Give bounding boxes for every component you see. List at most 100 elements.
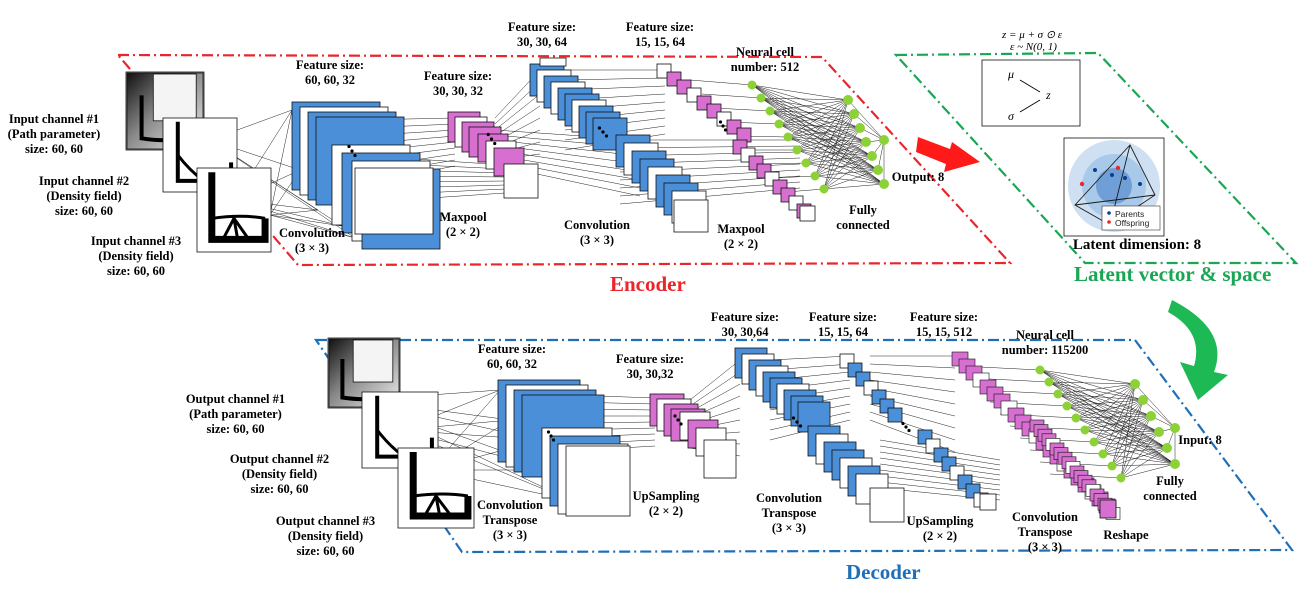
dec-dense-connection-line (1075, 417, 1176, 465)
dec-dense-connection-line (1057, 393, 1152, 417)
dense-connection-line (760, 97, 849, 101)
ellipsis-dot (907, 428, 911, 433)
latent-to-decoder-arrow (1168, 300, 1228, 400)
dec-neuron (1170, 459, 1180, 469)
dec-dense-connection-line (1084, 399, 1144, 431)
dense-connection-line (751, 84, 885, 185)
convt2-to-up1-line (689, 371, 741, 407)
input-to-conv-line (269, 109, 293, 216)
output-channel-3-image (397, 447, 475, 529)
dec-neuron (1130, 379, 1140, 389)
output-channel-3-image-structure (409, 452, 472, 520)
latent-border (893, 51, 1299, 265)
dense-connection-line (814, 113, 855, 177)
convt3-to-up2-line (879, 469, 1001, 486)
enc-neuron (810, 171, 820, 181)
input-to-conv-line (269, 214, 343, 227)
dense-connection-line (814, 127, 861, 177)
dec-neuron (1138, 395, 1148, 405)
dec-dense-connection-line (1048, 381, 1160, 433)
enc-output-neuron (879, 135, 889, 145)
dense-connection-line (778, 123, 867, 143)
pool2-to-dense-line (689, 79, 753, 86)
dec-dense-connection-line (1084, 429, 1168, 449)
dec-dense-connection-line (1102, 447, 1168, 455)
dec-dense-connection-line (1048, 381, 1152, 417)
dense-connection-line (805, 155, 873, 164)
enc-neuron (819, 184, 829, 194)
legend-parents-marker (1107, 211, 1111, 215)
dec-neuron (1080, 425, 1090, 435)
enc-feature-2-label: Feature size:30, 30, 32 (423, 69, 493, 98)
dec-dense-connection-line (1120, 383, 1136, 479)
dec-dense-connection-line (1111, 463, 1176, 467)
dec-upsampling-2-label: UpSampling(2 × 2) (906, 514, 974, 543)
dense-connection-line (787, 136, 885, 185)
enc-neuron (879, 179, 889, 189)
dec-neuron (1154, 427, 1164, 437)
dec-neuron (1053, 389, 1063, 399)
latent-reparam-box (981, 59, 1081, 127)
dense-connection-line (796, 99, 849, 151)
ellipsis-dot (679, 422, 683, 426)
dec-dense-connection-line (1111, 383, 1136, 467)
enc-pool1-front (503, 163, 539, 199)
dec-up2-front (979, 493, 997, 511)
dense-connection-line (787, 136, 873, 157)
enc-conv-2-label: Convolution(3 × 3) (564, 218, 630, 247)
dense-connection-line (778, 123, 879, 171)
dec-feature-4-label: Feature size:15, 15, 64 (808, 310, 878, 339)
dec-dense-connection-line (1057, 393, 1160, 433)
mu-arrow (1019, 79, 1041, 93)
ellipsis-dot (347, 144, 351, 149)
pool2-to-dense-line (713, 107, 771, 112)
dec-dense-connection-line (1111, 447, 1168, 467)
dec-dense-connection-line (1093, 431, 1160, 443)
dec-dense-connection-line (1075, 383, 1136, 419)
dense-connection-line (823, 169, 879, 190)
enc-neuron (849, 109, 859, 119)
dec-upsampling-1-label: UpSampling(2 × 2) (632, 489, 700, 518)
ellipsis-dot (798, 424, 803, 428)
dense-connection-line (760, 97, 867, 143)
dense-connection-line (796, 149, 879, 171)
latent-simplex-edge (1074, 194, 1156, 206)
dec-convt1-front (565, 445, 631, 517)
dense-connection-line (787, 99, 849, 138)
dense-connection-line (778, 113, 855, 125)
parent-point (1110, 173, 1114, 177)
dec-dense-connection-line (1048, 381, 1144, 401)
layer-shapes (125, 57, 1228, 529)
enc-conv2-top (539, 57, 567, 67)
dec-dense-connection-line (1102, 383, 1136, 455)
ellipsis-dot (549, 434, 553, 438)
dec-feature-3-label: Feature size:30, 30,64 (710, 310, 780, 339)
enc-neuron (873, 165, 883, 175)
parent-point (1138, 182, 1142, 186)
latent-space-ring-1 (1096, 168, 1132, 204)
dense-output-line (877, 139, 885, 171)
enc-neuron (774, 119, 784, 129)
dense-connection-line (751, 84, 855, 115)
pool2-to-dense-line (701, 93, 762, 99)
enc-neuron (867, 151, 877, 161)
ellipsis-dot (350, 149, 354, 153)
encoder-to-latent-arrow (916, 137, 980, 172)
enc-neuron (861, 137, 871, 147)
dec-dense-connection-line (1039, 369, 1136, 385)
dense-connection-line (751, 84, 873, 157)
ellipsis-dot (795, 420, 799, 424)
dec-input-label: Input: 8 (1178, 433, 1222, 447)
dec-dense-connection-line (1084, 415, 1152, 431)
ellipsis-dot (601, 130, 605, 134)
dense-connection-line (805, 141, 867, 164)
parent-point (1123, 176, 1127, 180)
convt3-to-up2-line (869, 371, 956, 381)
ellipsis-dot (676, 418, 680, 422)
